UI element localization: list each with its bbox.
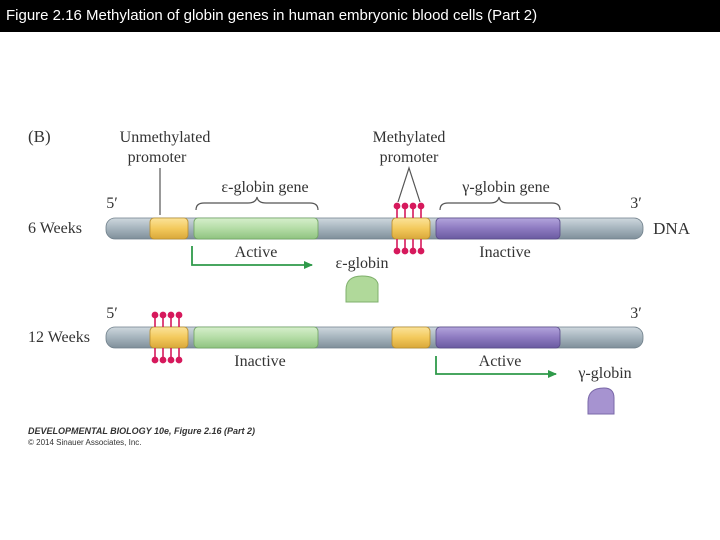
gamma-gene-bracket xyxy=(439,196,561,211)
unmethylated-promoter-label-line2: promoter xyxy=(128,149,187,166)
unmethylated-promoter-label-line1: Unmethylated xyxy=(120,129,211,146)
transcription-arrow-epsilon xyxy=(191,246,313,269)
gamma-status-12-weeks: Active xyxy=(479,353,522,370)
panel-label: (B) xyxy=(28,127,51,146)
dna-strand-12-weeks xyxy=(105,326,644,349)
credit-line-2: © 2014 Sinauer Associates, Inc. xyxy=(28,438,142,447)
epsilon-promoter xyxy=(149,217,189,240)
gamma-promoter xyxy=(391,326,431,349)
epsilon-gene xyxy=(193,217,319,240)
methyl-groups-epsilon-promoter xyxy=(151,311,183,364)
three-prime-label-row1: 3′ xyxy=(630,195,642,212)
credit-line-1: DEVELOPMENTAL BIOLOGY 10e, Figure 2.16 (… xyxy=(28,426,255,436)
methylated-promoter-label-line2: promoter xyxy=(380,149,439,166)
gamma-gene-label: γ-globin gene xyxy=(461,179,550,196)
transcription-arrow-gamma xyxy=(435,356,557,378)
methylated-promoter-label-line1: Methylated xyxy=(373,129,446,146)
five-prime-label-row2: 5′ xyxy=(106,305,118,322)
epsilon-globin-product-label: ε-globin xyxy=(336,255,389,272)
dna-label: DNA xyxy=(653,219,691,238)
gamma-globin-protein-shape xyxy=(587,387,615,415)
epsilon-promoter xyxy=(149,326,189,349)
gamma-gene xyxy=(435,326,561,349)
epsilon-gene-label: ε-globin gene xyxy=(221,179,308,196)
globin-methylation-diagram: (B) Unmethylated promoter Methylated pro… xyxy=(28,127,691,447)
epsilon-gene xyxy=(193,326,319,349)
gamma-globin-product-label: γ-globin xyxy=(577,365,631,382)
row-label-6-weeks: 6 Weeks xyxy=(28,220,82,237)
gamma-promoter xyxy=(391,217,431,240)
five-prime-label-row1: 5′ xyxy=(106,195,118,212)
methyl-groups-gamma-promoter xyxy=(393,202,425,255)
epsilon-gene-bracket xyxy=(195,196,319,211)
gamma-gene xyxy=(435,217,561,240)
epsilon-status-12-weeks: Inactive xyxy=(234,353,286,370)
epsilon-status-6-weeks: Active xyxy=(235,244,278,261)
page-title: Figure 2.16 Methylation of globin genes … xyxy=(0,0,720,32)
gamma-status-6-weeks: Inactive xyxy=(479,244,531,261)
row-label-12-weeks: 12 Weeks xyxy=(28,329,90,346)
methylated-promoter-pointer xyxy=(397,166,421,203)
three-prime-label-row2: 3′ xyxy=(630,305,642,322)
epsilon-globin-protein-shape xyxy=(345,275,379,303)
dna-strand-6-weeks xyxy=(105,217,644,240)
